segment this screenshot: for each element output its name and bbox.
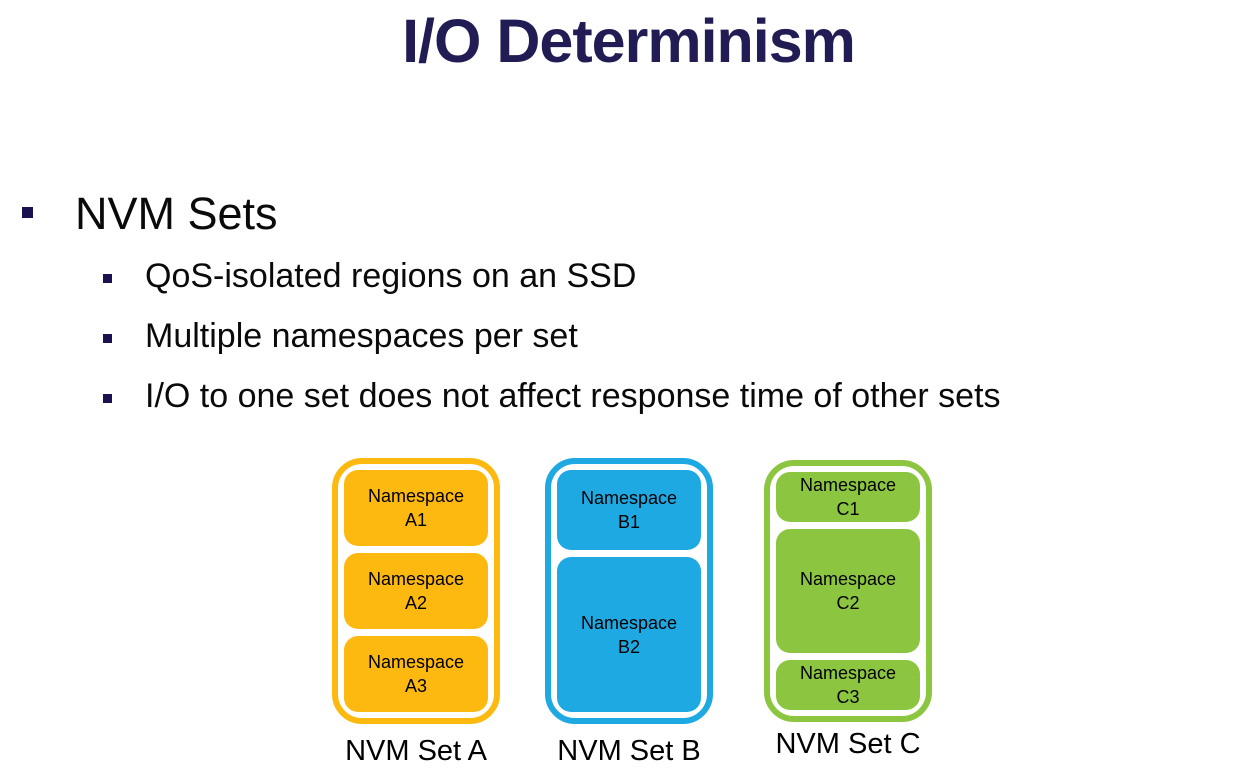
- namespace-box-b2: Namespace B2: [557, 557, 701, 712]
- namespace-id: B2: [617, 636, 641, 657]
- slide-title: I/O Determinism: [402, 7, 856, 75]
- namespace-box-c1: Namespace C1: [776, 472, 920, 522]
- namespace-label: Namespace: [799, 569, 897, 589]
- namespace-label: Namespace: [580, 488, 678, 508]
- namespace-box-a2: Namespace A2: [344, 553, 488, 629]
- nvm-set-c-container: Namespace C1 Namespace C2 Namespace C3: [764, 460, 932, 722]
- namespace-id: A1: [404, 510, 428, 530]
- namespace-id: C2: [836, 593, 860, 613]
- nvm-set-c-label: NVM Set C: [775, 728, 921, 760]
- nvm-set-a-container: Namespace A1 Namespace A2 Namespace A3: [332, 458, 500, 724]
- bullet-square-icon: [22, 207, 33, 218]
- bullet-level1: NVM Sets: [75, 188, 278, 239]
- bullet-level2-item: QoS-isolated regions on an SSD: [145, 257, 637, 295]
- namespace-label: Namespace: [799, 663, 897, 683]
- namespace-label: Namespace: [367, 652, 465, 672]
- nvm-set-b-container: Namespace B1 Namespace B2: [545, 458, 713, 724]
- nvm-set-a-label: NVM Set A: [345, 735, 487, 767]
- bullet-level2-item: Multiple namespaces per set: [145, 317, 578, 355]
- namespace-label: Namespace: [799, 475, 897, 495]
- namespace-id: A3: [404, 676, 428, 696]
- namespace-box-a1: Namespace A1: [344, 470, 488, 546]
- bullet-square-icon: [103, 394, 112, 403]
- namespace-box-c3: Namespace C3: [776, 660, 920, 710]
- namespace-label: Namespace: [367, 486, 465, 506]
- bullet-level2-item: I/O to one set does not affect response …: [145, 377, 1001, 415]
- nvm-set-b-label: NVM Set B: [557, 735, 701, 767]
- namespace-id: B1: [617, 512, 641, 532]
- bullet-square-icon: [103, 274, 112, 283]
- namespace-id: A2: [404, 593, 428, 613]
- namespace-id: C3: [836, 687, 860, 707]
- namespace-box-b1: Namespace B1: [557, 470, 701, 550]
- namespace-label: Namespace: [580, 612, 678, 633]
- namespace-box-a3: Namespace A3: [344, 636, 488, 712]
- namespace-label: Namespace: [367, 569, 465, 589]
- bullet-square-icon: [103, 334, 112, 343]
- namespace-box-c2: Namespace C2: [776, 529, 920, 653]
- namespace-id: C1: [836, 499, 860, 519]
